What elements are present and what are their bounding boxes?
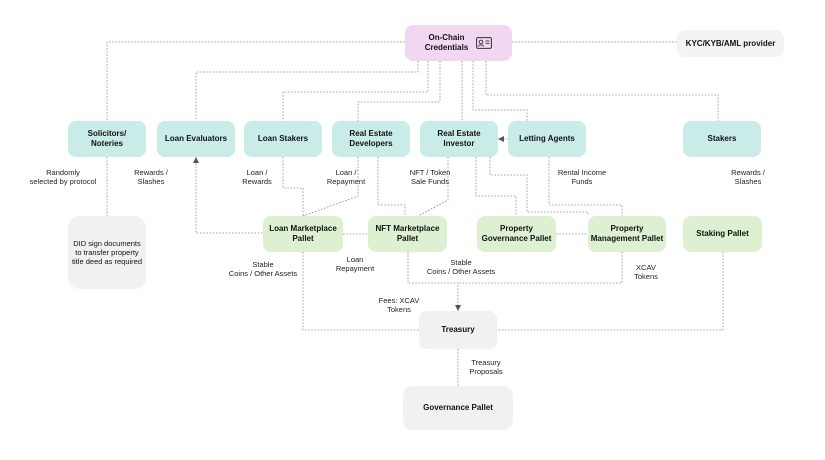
property-governance-pallet-label: Property Governance Pallet (481, 224, 552, 243)
letting-agents-node: Letting Agents (508, 121, 586, 157)
property-governance-pallet-node: Property Governance Pallet (477, 216, 556, 252)
edge-label-xcav-tokens: XCAV Tokens (634, 263, 658, 282)
id-card-icon (476, 37, 493, 49)
staking-pallet-node: Staking Pallet (683, 216, 762, 252)
solicitors-label: Solicitors/ Noteries (87, 129, 127, 148)
treasury-node: Treasury (419, 311, 497, 349)
property-management-pallet-node: Property Management Pallet (588, 216, 666, 252)
edge-label-loan-repayment-developers: Loan / Repayment (326, 168, 366, 187)
real-estate-investor-node: Real Estate Investor (420, 121, 498, 157)
real-estate-developers-node: Real Estate Developers (332, 121, 410, 157)
loan-stakers-node: Loan Stakers (244, 121, 322, 157)
letting-agents-label: Letting Agents (519, 134, 575, 144)
staking-pallet-label: Staking Pallet (696, 229, 749, 239)
edge-label-fees-xcav: Fees: XCAV Tokens (378, 296, 420, 315)
edge-label-loan-repayment-nft: Loan Repayment (335, 255, 375, 274)
real-estate-investor-label: Real Estate Investor (437, 129, 481, 148)
kyc-provider-node: KYC/KYB/AML provider (677, 30, 784, 57)
on-chain-credentials-label: On-Chain Credentials (424, 33, 469, 52)
kyc-provider-label: KYC/KYB/AML provider (685, 38, 776, 48)
real-estate-developers-label: Real Estate Developers (349, 129, 393, 148)
property-management-pallet-label: Property Management Pallet (590, 224, 664, 243)
edge-label-nft-token-sale: NFT / Token Sale Funds (409, 168, 451, 187)
edge-label-rewards-slashes-stakers: Rewards / Slashes (731, 168, 765, 187)
governance-pallet-label: Governance Pallet (423, 403, 493, 413)
loan-evaluators-label: Loan Evaluators (164, 134, 228, 144)
loan-marketplace-pallet-label: Loan Marketplace Pallet (269, 224, 337, 243)
loan-evaluators-node: Loan Evaluators (157, 121, 235, 157)
nft-marketplace-pallet-label: NFT Marketplace Pallet (375, 224, 440, 243)
arrow-down-treasury (455, 305, 461, 311)
edge-label-randomly-selected: Randomly selected by protocol (29, 168, 97, 187)
solicitors-node: Solicitors/ Noteries (68, 121, 146, 157)
stakers-node: Stakers (683, 121, 761, 157)
governance-pallet-node: Governance Pallet (403, 386, 513, 430)
treasury-label: Treasury (441, 325, 475, 335)
edge-label-treasury-proposals: Treasury Proposals (469, 358, 503, 377)
arrow-left-investor (498, 136, 504, 142)
arrow-up-loan-evaluators (193, 157, 199, 163)
edge-label-rental-income: Rental Income Funds (557, 168, 607, 187)
edge-label-loan-rewards: Loan / Rewards (242, 168, 272, 187)
edge-label-stable-coins-nft: Stable Coins / Other Assets (426, 258, 496, 277)
did-sign-documents-node: DID sign documents to transfer property … (68, 216, 146, 289)
stakers-label: Stakers (707, 134, 737, 144)
edge-label-stable-coins-loan: Stable Coins / Other Assets (228, 260, 298, 279)
on-chain-credentials-node: On-Chain Credentials (405, 25, 512, 61)
loan-stakers-label: Loan Stakers (257, 134, 309, 144)
loan-marketplace-pallet-node: Loan Marketplace Pallet (263, 216, 343, 252)
nft-marketplace-pallet-node: NFT Marketplace Pallet (368, 216, 447, 252)
did-sign-documents-label: DID sign documents to transfer property … (71, 239, 143, 266)
edge-label-rewards-slashes-evaluators: Rewards / Slashes (134, 168, 168, 187)
